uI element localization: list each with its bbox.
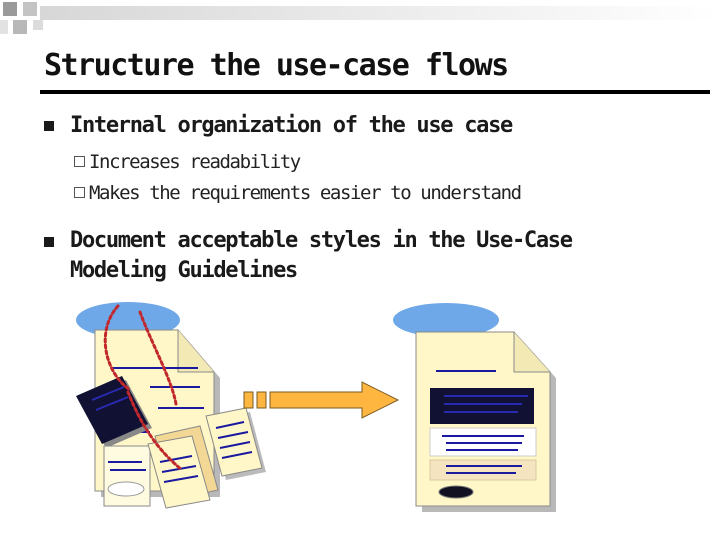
- sub-bullet-text: Increases readability: [89, 151, 301, 173]
- title-underline: [40, 90, 710, 94]
- flow-line: [103, 304, 132, 392]
- bullet-text-line: Document acceptable styles in the Use-Ca…: [70, 228, 573, 253]
- flow-lines: [103, 304, 184, 472]
- corner-pattern-decoration: [0, 2, 720, 34]
- sub-bullet-box-icon: [74, 156, 85, 167]
- flow-line: [138, 310, 178, 406]
- corner-square: [0, 20, 8, 34]
- small-document-icon: [103, 445, 151, 507]
- flow-line: [126, 390, 184, 472]
- structured-document-icon: [415, 331, 556, 512]
- tilted-document-icon: [205, 407, 266, 480]
- use-case-ellipse-icon: [76, 302, 180, 338]
- corner-square: [3, 2, 17, 16]
- sub-bullet-item: Increases readability: [74, 150, 301, 174]
- corner-square: [23, 2, 37, 16]
- slide-title: Structure the use-case flows: [44, 48, 509, 83]
- top-gradient-band: [40, 6, 720, 20]
- use-case-ellipse-icon: [393, 303, 499, 337]
- bullet-text: Internal organization of the use case: [70, 113, 513, 138]
- bullet-marker: [44, 121, 54, 131]
- sub-bullet-box-icon: [74, 187, 85, 198]
- sub-bullet-item: Makes the requirements easier to underst…: [74, 181, 522, 205]
- corner-square: [33, 20, 43, 30]
- bullet-text-line: Modeling Guidelines: [70, 258, 298, 283]
- transform-arrow-icon: [243, 381, 400, 419]
- sub-bullet-text: Makes the requirements easier to underst…: [89, 182, 522, 204]
- corner-square: [13, 20, 27, 34]
- bullet-text: Document acceptable styles in the Use-Ca…: [70, 226, 573, 286]
- bullet-marker: [44, 237, 54, 247]
